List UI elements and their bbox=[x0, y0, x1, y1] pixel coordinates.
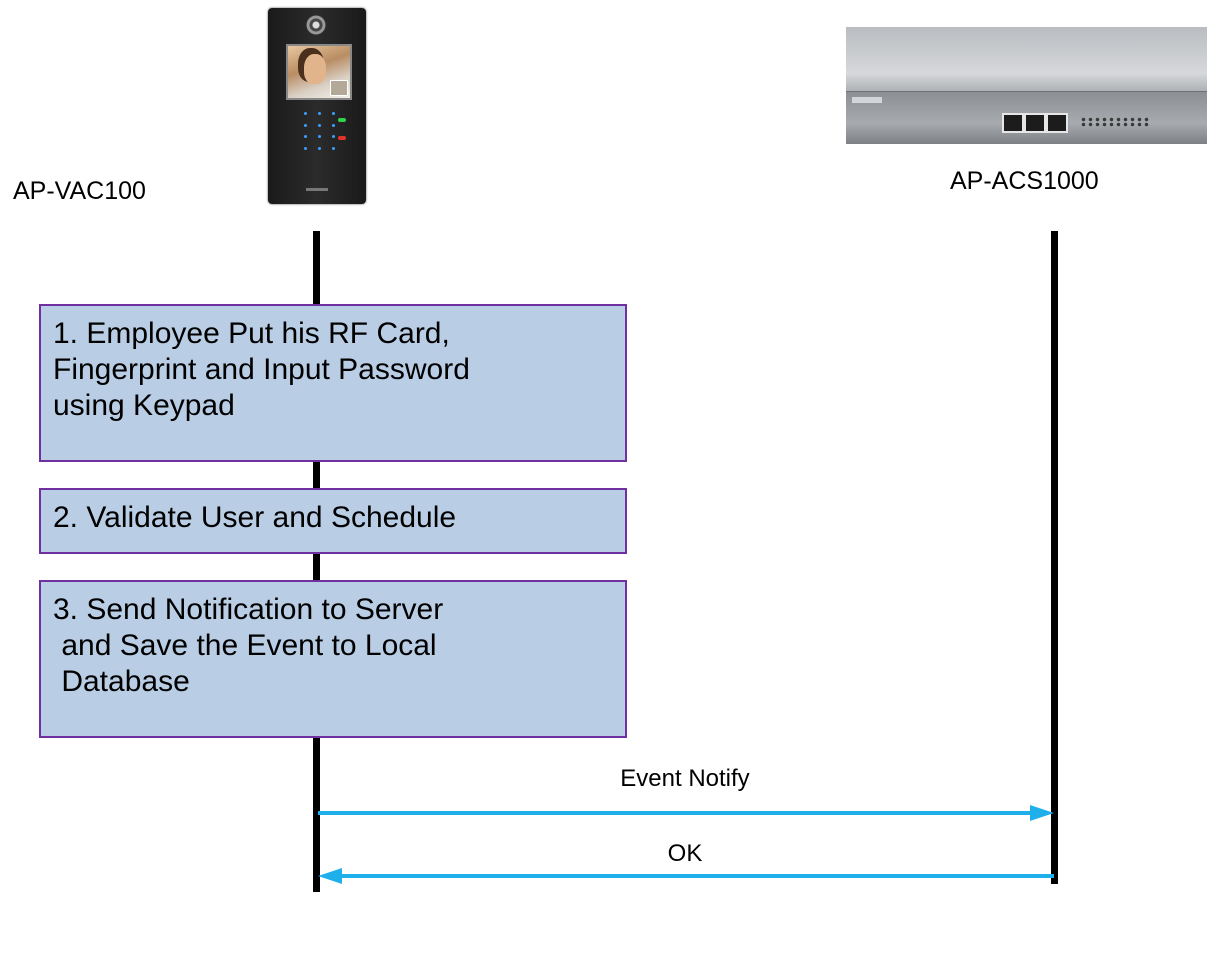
status-leds bbox=[1080, 117, 1150, 127]
step-text-line: 1. Employee Put his RF Card, bbox=[53, 317, 450, 350]
step-text-line: 2. Validate User and Schedule bbox=[53, 501, 457, 534]
right-device-label: AP-ACS1000 bbox=[950, 167, 1099, 195]
left-lifeline bbox=[313, 231, 320, 892]
message-label-event-notify: Event Notify bbox=[620, 765, 750, 792]
step-text-line: 3. Send Notification to Server bbox=[53, 593, 444, 626]
ethernet-port bbox=[1002, 113, 1024, 133]
arrow-ok bbox=[318, 868, 1054, 884]
door-access-control-server-icon bbox=[846, 27, 1207, 144]
brand-mark bbox=[306, 188, 328, 191]
ethernet-port bbox=[1024, 113, 1046, 133]
right-lifeline bbox=[1051, 231, 1058, 884]
call-button-icon bbox=[338, 118, 346, 122]
intercom-keypad bbox=[298, 108, 340, 154]
step-box-2: 2. Validate User and Schedule bbox=[39, 488, 627, 554]
intercom-screen bbox=[286, 44, 352, 100]
step-box-3: 3. Send Notification to Server and Save … bbox=[39, 580, 627, 738]
step-text-line: Fingerprint and Input Password bbox=[53, 353, 470, 386]
arrow-event-notify bbox=[318, 805, 1054, 821]
video-door-intercom-icon bbox=[268, 8, 366, 204]
message-label-ok: OK bbox=[667, 840, 703, 867]
step-box-1: 1. Employee Put his RF Card, Fingerprint… bbox=[39, 304, 627, 462]
step-text-line: Database bbox=[53, 665, 190, 698]
left-device-label: AP-VAC100 bbox=[13, 177, 146, 205]
brand-logo bbox=[852, 97, 882, 103]
camera-lens bbox=[306, 15, 326, 35]
step-text-line: using Keypad bbox=[53, 389, 235, 422]
step-text-line: and Save the Event to Local bbox=[53, 629, 437, 662]
ethernet-port bbox=[1046, 113, 1068, 133]
hangup-button-icon bbox=[338, 136, 346, 140]
